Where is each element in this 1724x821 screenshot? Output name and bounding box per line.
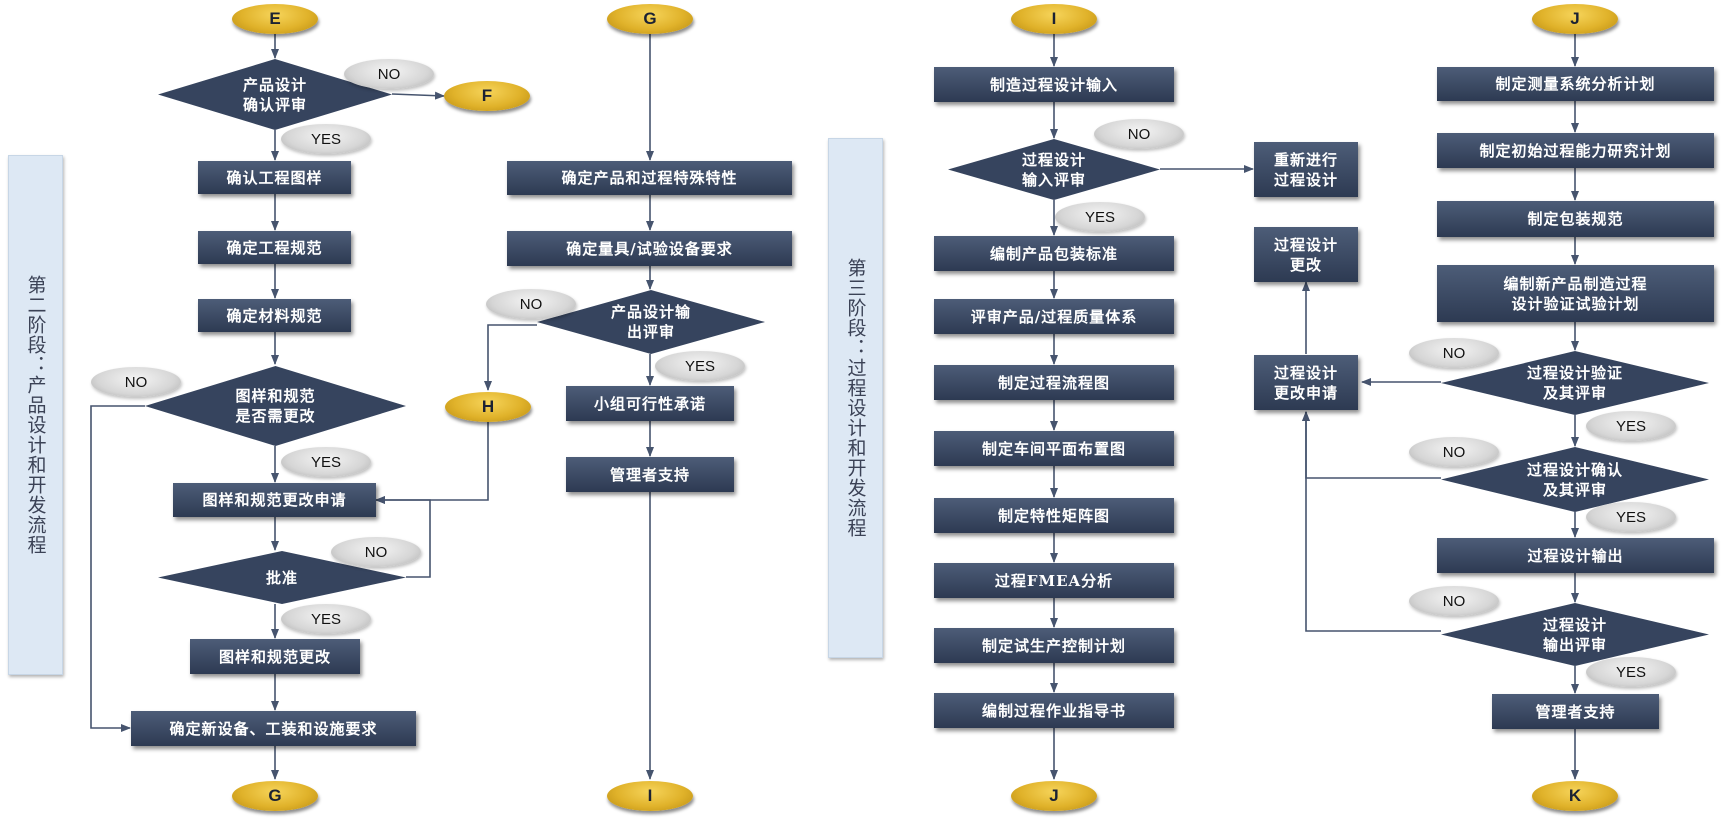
step-equipment-requirements: 确定新设备、工装和设施要求 [131, 711, 416, 746]
tag-no-input-review: NO [1094, 119, 1184, 149]
stage-3-panel: 第三阶段：过程设计和开发流程 [828, 138, 883, 658]
decision-label: 过程设计 输入评审 [1021, 150, 1086, 189]
step-msa-plan: 制定测量系统分析计划 [1437, 67, 1714, 101]
decision-label: 过程设计验证 及其评审 [1526, 364, 1623, 402]
connector-e-top: E [232, 4, 318, 34]
step-drawings-change: 图样和规范更改 [190, 639, 360, 674]
tag-yes-input-review: YES [1055, 202, 1145, 232]
diamond-shape [158, 551, 406, 604]
step-management-support-2: 管理者支持 [1492, 694, 1659, 729]
step-work-instructions: 编制过程作业指导书 [934, 693, 1174, 728]
step-material-spec: 确定材料规范 [198, 299, 351, 332]
tag-yes-validation-review: YES [1586, 411, 1676, 441]
step-gauge-requirements: 确定量具/试验设备要求 [507, 231, 792, 266]
decision-label: 产品设计输 出评审 [610, 303, 691, 341]
tag-yes-output-review-2: YES [1586, 657, 1676, 687]
tag-yes-confirm-review: YES [1586, 502, 1676, 532]
step-process-design-output: 过程设计输出 [1437, 538, 1714, 573]
step-change-request: 图样和规范更改申请 [173, 483, 376, 517]
tag-no-need-change: NO [91, 367, 181, 397]
stage-2-label: 第二阶段：产品设计和开发流程 [24, 275, 47, 555]
decision-label: 过程设计 输出评审 [1542, 615, 1607, 654]
connector-k: K [1532, 781, 1618, 811]
diamond-shape [1441, 603, 1709, 666]
step-process-design-input: 制造过程设计输入 [934, 67, 1174, 102]
tag-no-design-review: NO [344, 59, 434, 89]
stage-3-label: 第三阶段：过程设计和开发流程 [844, 258, 867, 538]
connector-f: F [444, 81, 530, 111]
connector-i-bottom: I [607, 781, 693, 811]
decision-label: 产品设计 确认评审 [242, 75, 307, 114]
tag-yes-output-review: YES [655, 351, 745, 381]
connector-j-bottom: J [1011, 781, 1097, 811]
stage-2-panel: 第二阶段：产品设计和开发流程 [8, 155, 63, 675]
decision-design-output-review: 产品设计输 出评审 [537, 290, 765, 354]
tag-yes-approve: YES [281, 604, 371, 634]
decision-label: 过程设计确认 及其评审 [1526, 460, 1623, 499]
connector-g-top: G [607, 4, 693, 34]
step-feasibility-commitment: 小组可行性承诺 [566, 386, 734, 421]
step-packaging-standard: 编制产品包装标准 [934, 236, 1174, 271]
step-validation-test-plan: 编制新产品制造过程 设计验证试验计划 [1437, 265, 1714, 322]
step-engineering-spec: 确定工程规范 [198, 231, 351, 264]
decision-process-input-review: 过程设计 输入评审 [948, 139, 1160, 200]
connector-j-top: J [1532, 4, 1618, 34]
tag-yes-design-review: YES [281, 124, 371, 154]
decision-label: 图样和规范 是否需更改 [235, 387, 316, 425]
step-confirm-drawings: 确认工程图样 [198, 161, 351, 194]
step-capability-study-plan: 制定初始过程能力研究计划 [1437, 133, 1714, 168]
tag-no-output-review: NO [486, 289, 576, 319]
diamond-shape [1441, 351, 1709, 415]
tag-no-confirm-review: NO [1409, 437, 1499, 467]
step-quality-system-review: 评审产品/过程质量体系 [934, 299, 1174, 334]
tag-yes-need-change: YES [281, 447, 371, 477]
diamond-shape [948, 139, 1160, 200]
decision-process-output-review: 过程设计 输出评审 [1441, 603, 1709, 666]
connector-g-bottom: G [232, 781, 318, 811]
tag-no-validation-review: NO [1409, 338, 1499, 368]
tag-no-output-review-2: NO [1409, 586, 1499, 616]
decision-need-change: 图样和规范 是否需更改 [145, 366, 406, 446]
diamond-shape [537, 290, 765, 354]
connector-h: H [445, 392, 531, 422]
step-process-design-change: 过程设计 更改 [1254, 227, 1358, 282]
decision-approve: 批准 [158, 551, 406, 604]
step-floor-plan: 制定车间平面布置图 [934, 431, 1174, 466]
step-packaging-specification: 制定包装规范 [1437, 201, 1714, 237]
step-redesign-process: 重新进行 过程设计 [1254, 142, 1358, 197]
diamond-shape [1441, 447, 1709, 512]
step-process-change-request: 过程设计 更改申请 [1254, 355, 1358, 410]
decision-validation-review: 过程设计验证 及其评审 [1441, 351, 1709, 415]
step-special-characteristics: 确定产品和过程特殊特性 [507, 161, 792, 195]
step-management-support-1: 管理者支持 [566, 457, 734, 492]
step-process-flowchart: 制定过程流程图 [934, 365, 1174, 400]
step-pfmea: 过程FMEA分析 [934, 563, 1174, 598]
connector-i-top: I [1011, 4, 1097, 34]
step-control-plan: 制定试生产控制计划 [934, 628, 1174, 663]
diamond-shape [158, 59, 392, 130]
decision-confirmation-review: 过程设计确认 及其评审 [1441, 447, 1709, 512]
decision-label: 批准 [265, 568, 298, 587]
decision-product-design-review: 产品设计 确认评审 [158, 59, 392, 130]
step-characteristic-matrix: 制定特性矩阵图 [934, 498, 1174, 533]
diamond-shape [145, 366, 406, 446]
tag-no-approve: NO [331, 537, 421, 567]
